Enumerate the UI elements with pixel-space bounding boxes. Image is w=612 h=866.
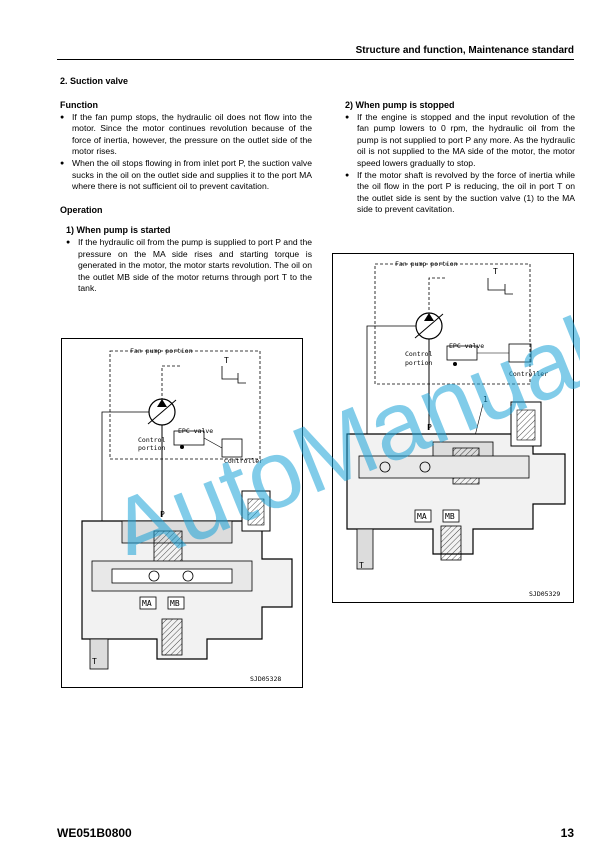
mb-port-label: MB: [170, 599, 180, 608]
hydraulic-diagram-stopped: Fan pump portion T EPC valve Control por…: [346, 260, 566, 598]
function-list: If the fan pump stops, the hydraulic oil…: [60, 112, 312, 193]
t-label: T: [224, 356, 229, 365]
footer-code: WE051B0800: [57, 826, 132, 840]
list-item: If the fan pump stops, the hydraulic oil…: [60, 112, 312, 158]
stopped-heading: 2) When pump is stopped: [345, 100, 455, 110]
t-port-label: T: [92, 657, 97, 666]
page-header-title: Structure and function, Maintenance stan…: [355, 45, 574, 56]
callout-1: 1: [483, 395, 488, 404]
ma-port-label: MA: [142, 599, 152, 608]
list-item: If the engine is stopped and the input r…: [345, 112, 575, 170]
controller-label: Controller: [509, 370, 548, 378]
list-item: If the motor shaft is revolved by the fo…: [345, 170, 575, 216]
p-port-label: P: [160, 510, 165, 519]
figure-pump-started: Fan pump portion T EPC valve Control por…: [61, 338, 303, 688]
control-label: Control: [405, 350, 432, 358]
t-port-label: T: [359, 561, 364, 570]
left-column: Function If the fan pump stops, the hydr…: [60, 100, 312, 295]
epc-label: EPC valve: [178, 427, 213, 435]
stopped-list: If the engine is stopped and the input r…: [345, 112, 575, 216]
hydraulic-diagram-started: Fan pump portion T EPC valve Control por…: [81, 347, 293, 683]
header-rule: [57, 59, 574, 60]
list-item: When the oil stops flowing in from inlet…: [60, 158, 312, 193]
portion-label: portion: [405, 359, 432, 367]
controller-label: Controller: [224, 457, 263, 465]
figure-code: SJD05329: [529, 590, 560, 598]
t-label: T: [493, 267, 498, 276]
control-label: Control: [138, 436, 165, 444]
right-column: 2) When pump is stopped If the engine is…: [345, 100, 575, 216]
fan-pump-label: Fan pump portion: [395, 260, 458, 268]
ma-port-label: MA: [417, 512, 427, 521]
fan-pump-label: Fan pump portion: [130, 347, 193, 355]
portion-label: portion: [138, 444, 165, 452]
mb-port-label: MB: [445, 512, 455, 521]
function-heading: Function: [60, 100, 98, 110]
started-heading: 1) When pump is started: [66, 225, 171, 236]
figure-code: SJD05328: [250, 675, 281, 683]
p-port-label: P: [427, 423, 432, 432]
operation-heading: Operation: [60, 204, 103, 215]
list-item: If the hydraulic oil from the pump is su…: [66, 237, 312, 295]
started-list: If the hydraulic oil from the pump is su…: [66, 237, 312, 295]
epc-label: EPC valve: [449, 342, 484, 350]
section-title: 2. Suction valve: [60, 76, 129, 86]
figure-pump-stopped: Fan pump portion T EPC valve Control por…: [332, 253, 574, 603]
page-number: 13: [560, 826, 574, 840]
